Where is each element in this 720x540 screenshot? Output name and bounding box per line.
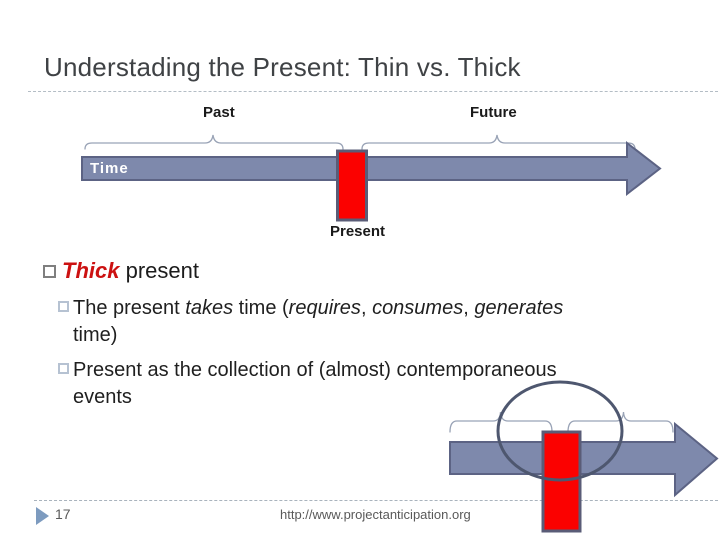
past-brace-icon <box>84 134 344 150</box>
future-brace-icon <box>361 134 636 150</box>
text-segment: requires <box>288 297 361 319</box>
text-line: The present takes time (requires, consum… <box>73 295 563 322</box>
past-label: Past <box>203 104 235 121</box>
text-segment: , <box>463 297 475 319</box>
time-arrow <box>81 140 662 197</box>
present-label: Present <box>330 223 386 240</box>
text-segment: time ( <box>233 297 289 319</box>
text-line: events <box>73 384 557 411</box>
bullet-level2-row: The present takes time (requires, consum… <box>58 295 563 349</box>
footer-divider-dashed-line <box>34 500 718 501</box>
text-segment: The present <box>73 297 186 319</box>
footer-arrow-icon <box>36 507 49 525</box>
text-segment: Thick <box>62 258 120 283</box>
text-segment: present <box>119 258 199 283</box>
text-line: time) <box>73 322 563 349</box>
text-segment: consumes <box>372 297 464 319</box>
bullet-square-icon <box>58 301 69 312</box>
slide-title: Understading the Present: Thin vs. Thick <box>44 52 521 82</box>
mini-present-marker <box>541 430 582 533</box>
page-number: 17 <box>55 506 71 522</box>
bullet-square-icon <box>43 265 56 278</box>
time-label: Time <box>90 160 129 177</box>
text-segment: Present as the collection of (almost) co… <box>73 359 557 381</box>
text-segment: , <box>360 297 373 319</box>
text-segment: generates <box>474 297 564 319</box>
timeline-diagram <box>81 134 662 222</box>
bullet-level1-row: Thick present <box>43 257 199 284</box>
bullet-square-icon <box>58 363 69 374</box>
present-highlight-circle <box>496 380 624 482</box>
bullet-level2-text: Present as the collection of (almost) co… <box>73 357 557 411</box>
future-label: Future <box>470 104 517 121</box>
mini-time-arrow <box>449 421 719 498</box>
bullet-level1-text: Thick present <box>62 257 199 284</box>
text-segment: takes <box>185 297 234 319</box>
bullet-level2-text: The present takes time (requires, consum… <box>73 295 563 349</box>
mini-timeline-diagram <box>449 380 719 533</box>
text-segment: events <box>73 386 132 408</box>
title-divider-dashed-line <box>28 91 718 92</box>
text-segment: time) <box>73 324 118 346</box>
bullet-level2-row: Present as the collection of (almost) co… <box>58 357 557 411</box>
present-marker <box>336 149 368 222</box>
footer-url: http://www.projectanticipation.org <box>280 507 471 522</box>
text-line: Present as the collection of (almost) co… <box>73 357 557 384</box>
mini-past-brace-icon <box>449 411 553 433</box>
mini-future-brace-icon <box>567 411 674 433</box>
